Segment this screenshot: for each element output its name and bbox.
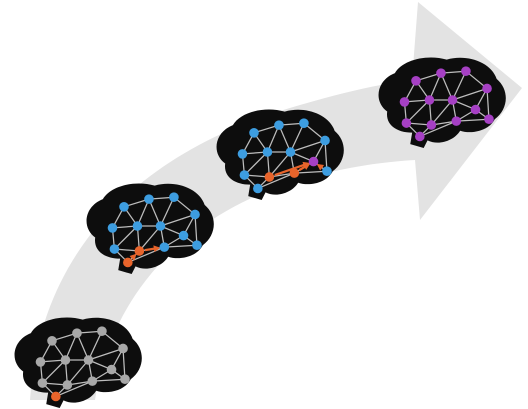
network-edge: [194, 214, 198, 246]
network-node: [461, 66, 471, 76]
network-node: [144, 194, 154, 204]
network-edge: [324, 140, 328, 172]
stage-3: [216, 109, 344, 200]
network-node: [249, 128, 259, 138]
network-node: [262, 147, 273, 157]
brain-stages: [14, 57, 506, 408]
network-node: [239, 170, 250, 180]
network-edge: [159, 196, 175, 227]
network-edge: [290, 139, 326, 153]
network-node: [411, 76, 421, 86]
network-edge: [430, 99, 453, 126]
network-node: [120, 374, 130, 384]
network-edge: [405, 99, 430, 124]
network-edge: [278, 124, 292, 153]
network-edge: [66, 359, 89, 386]
signal-arrowhead-icon: [129, 253, 137, 261]
network-node: [178, 230, 189, 241]
network-node: [299, 118, 309, 128]
network-edge: [41, 359, 66, 384]
network-edge: [92, 378, 125, 382]
network-node: [155, 221, 166, 231]
signal-arrowhead-icon: [316, 163, 325, 171]
network-edge: [55, 380, 93, 398]
network-node: [132, 221, 143, 231]
network-edge: [289, 122, 305, 153]
network-node: [484, 114, 494, 124]
network-edge: [266, 124, 280, 153]
network-node: [134, 246, 145, 256]
signal-arrowhead-icon: [302, 161, 310, 169]
network-edge: [164, 244, 197, 248]
network-node: [72, 328, 82, 338]
network-node: [62, 380, 73, 390]
network-edge: [122, 348, 126, 380]
network-node: [118, 343, 128, 354]
network-node: [424, 95, 435, 105]
network-node: [482, 83, 492, 94]
network-edge: [160, 213, 196, 227]
network-node: [106, 364, 117, 375]
stage-1: [14, 317, 142, 408]
network-edge: [138, 225, 161, 252]
network-node: [47, 336, 57, 346]
network-edge: [440, 72, 454, 101]
network-edge: [257, 172, 295, 190]
network-node: [109, 244, 120, 254]
network-edge: [76, 332, 90, 361]
signal-arrow: [274, 162, 308, 177]
network-node: [320, 135, 330, 146]
network-node: [169, 192, 179, 202]
network-node: [97, 326, 107, 336]
network-node: [436, 68, 446, 78]
network-node: [415, 131, 425, 142]
network-edge: [64, 332, 78, 361]
network-edge: [148, 198, 162, 227]
network-node: [107, 223, 118, 233]
network-node: [35, 357, 46, 367]
stage-2: [86, 183, 214, 274]
network-edge: [428, 72, 442, 101]
network-node: [119, 202, 129, 212]
network-edge: [87, 330, 103, 361]
network-node: [51, 391, 61, 402]
network-node: [253, 183, 263, 194]
network-node: [470, 104, 481, 115]
network-edge: [419, 120, 457, 138]
network-node: [447, 95, 458, 105]
network-node: [274, 120, 284, 130]
network-edge: [452, 87, 488, 101]
signal-arrowhead-icon: [153, 245, 161, 253]
network-node: [426, 120, 437, 130]
network-edge: [243, 151, 268, 176]
network-edge: [451, 70, 467, 101]
network-edge: [136, 198, 150, 227]
network-node: [285, 147, 296, 157]
network-node: [322, 166, 332, 176]
network-node: [264, 172, 275, 182]
network-edge: [88, 347, 124, 361]
network-node: [451, 116, 462, 126]
network-node: [159, 242, 170, 252]
network-node: [37, 378, 48, 388]
network-node: [308, 156, 319, 167]
network-node: [401, 118, 412, 128]
network-node: [83, 355, 94, 365]
stage-4: [378, 57, 506, 148]
network-node: [192, 240, 202, 250]
network-edge: [294, 170, 327, 174]
network-node: [289, 168, 300, 178]
network-node: [87, 376, 98, 386]
network-node: [60, 355, 71, 365]
network-edge: [113, 225, 138, 250]
network-edge: [456, 118, 489, 122]
network-node: [399, 97, 410, 107]
network-edge: [486, 88, 490, 120]
network-node: [123, 257, 133, 268]
network-edge: [268, 151, 291, 178]
network-node: [237, 149, 248, 159]
network-node: [190, 209, 200, 220]
